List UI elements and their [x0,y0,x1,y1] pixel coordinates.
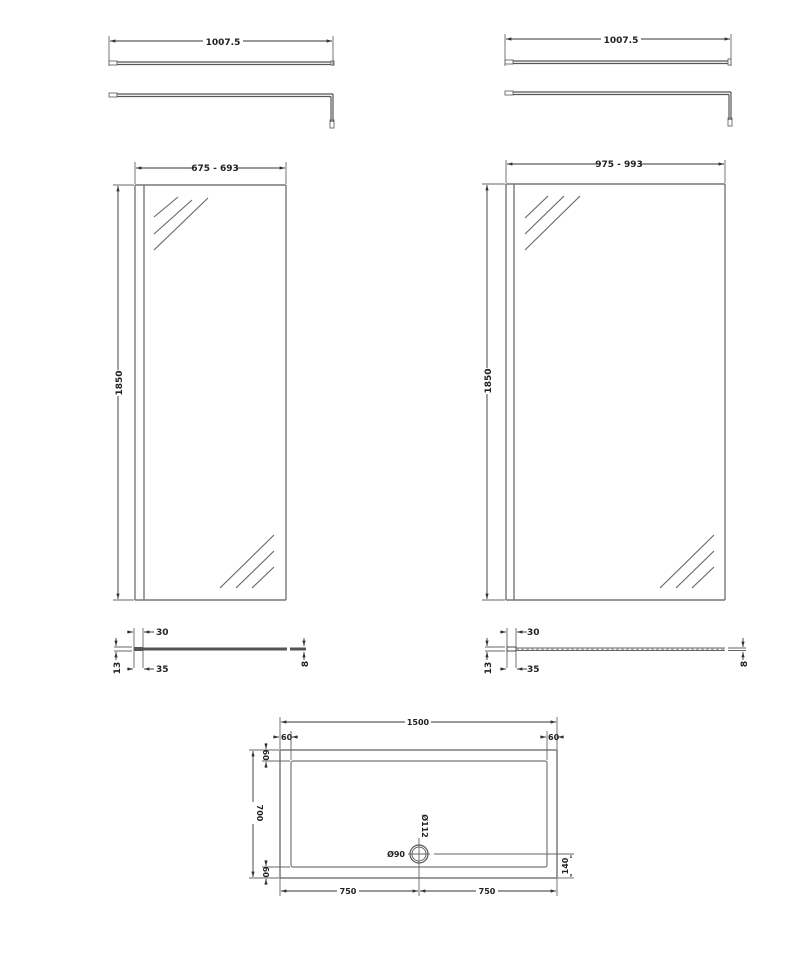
tray-rim-top-label: 60 [261,749,270,761]
left-panel-height-label: 1850 [115,370,125,395]
right-support-bar-angled [504,90,733,127]
left-profile-section: 30 35 13 8 [113,628,311,675]
right-glass-thickness-label: 8 [740,661,750,667]
waste-offset-label: 140 [561,857,570,874]
tray-half-right-label: 750 [479,887,496,896]
left-channel-width-label: 35 [156,665,169,675]
right-panel-height-label: 1850 [484,368,494,393]
shower-tray-plan: 1500 60 60 700 60 60 [248,716,576,897]
right-profile-width-label: 30 [527,628,540,638]
left-glass-thickness-label: 8 [301,661,311,667]
left-profile-width-label: 30 [156,628,169,638]
left-support-bar-angled [108,92,335,129]
tray-half-left-label: 750 [340,887,357,896]
right-panel-width-label: 975 - 993 [595,160,643,170]
waste-outer-diameter-label: Ø112 [420,814,430,838]
waste-outlet: Ø112 Ø90 [387,814,574,870]
right-profile-section: 30 35 13 8 [484,628,750,675]
waste-inner-diameter-label: Ø90 [387,849,405,859]
tray-width-label: 700 [255,805,264,822]
left-panel-width-label: 675 - 693 [191,164,239,174]
tray-rim-right-label: 60 [548,733,560,742]
right-glass-panel: 975 - 993 1850 [481,158,726,601]
tray-rim-bottom-label: 60 [261,866,270,878]
left-channel-height-label: 13 [113,662,123,675]
left-support-bar-straight: 1007.5 [108,35,335,66]
left-bar-length-label: 1007.5 [206,38,241,48]
right-bar-length-label: 1007.5 [604,36,639,46]
tray-length-label: 1500 [407,718,430,727]
right-channel-width-label: 35 [527,665,540,675]
tray-rim-left-label: 60 [281,733,293,742]
right-support-bar-straight: 1007.5 [504,33,732,66]
left-glass-panel: 675 - 693 1850 [112,162,287,601]
right-channel-height-label: 13 [484,662,494,675]
